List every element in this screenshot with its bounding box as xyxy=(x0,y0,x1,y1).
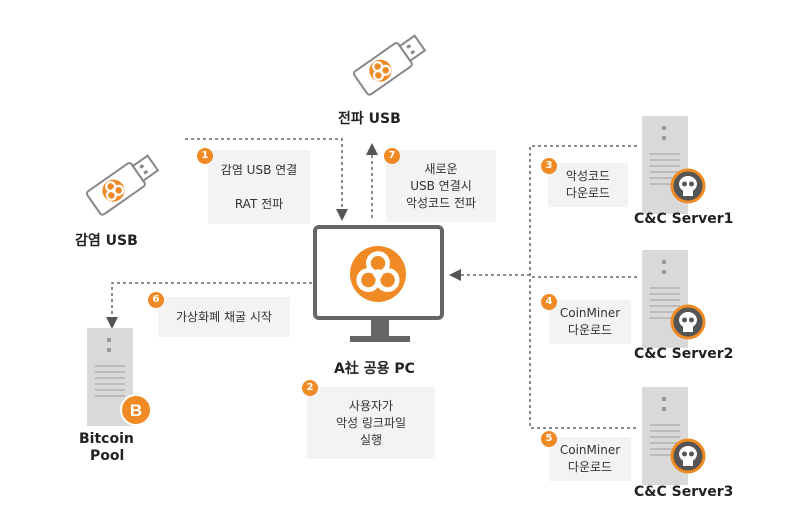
step7-line3: 악성코드 전파 xyxy=(405,195,477,210)
step7-line1: 새로운 xyxy=(424,161,458,176)
server3-label: C&C Server3 xyxy=(634,484,734,500)
infected-usb-drive-icon xyxy=(85,154,160,216)
step3-line1: 악성코드 xyxy=(565,169,611,183)
step5-badge: 5 xyxy=(541,431,557,447)
step2-line1: 사용자가 xyxy=(348,398,394,413)
spread-usb-drive-icon xyxy=(352,34,427,96)
step1-note: 감염 USB 연결 RAT 전파 xyxy=(208,150,310,224)
line-server1 xyxy=(529,145,637,429)
step2-line2: 악성 링크파일 xyxy=(335,415,407,430)
pc-label: A社 공용 PC xyxy=(334,361,415,377)
spread-usb-label: 전파 USB xyxy=(338,111,401,127)
line-pc-to-pool xyxy=(106,282,318,329)
skull-icon xyxy=(670,438,706,474)
step1-line3: RAT 전파 xyxy=(234,196,284,211)
bitcoin-icon: B xyxy=(120,394,152,426)
step3-line2: 다운로드 xyxy=(565,186,611,200)
step5-note: CoinMiner 다운로드 xyxy=(549,437,631,481)
svg-text:B: B xyxy=(130,401,142,420)
step3-note: 악성코드 다운로드 xyxy=(548,163,628,207)
step4-note: CoinMiner 다운로드 xyxy=(549,300,631,344)
connectors xyxy=(106,138,637,429)
step6-badge: 6 xyxy=(148,292,164,308)
bitcoin-pool-label-line2: Pool xyxy=(90,448,125,464)
step4-line2: 다운로드 xyxy=(567,323,613,337)
step6-note: 가상화폐 채굴 시작 xyxy=(158,297,290,337)
bitcoin-pool-label-line1: Bitcoin xyxy=(79,431,134,447)
step1-line1: 감염 USB 연결 xyxy=(220,162,298,177)
line-usb-to-pc xyxy=(185,138,348,221)
server1-label: C&C Server1 xyxy=(634,211,734,227)
step7-line2: USB 연결시 xyxy=(410,178,472,193)
step2-note: 사용자가 악성 링크파일 실행 xyxy=(307,387,435,459)
skull-icon xyxy=(670,304,706,340)
step1-badge: 1 xyxy=(197,148,213,164)
server2-label: C&C Server2 xyxy=(634,346,734,362)
step4-badge: 4 xyxy=(541,294,557,310)
step5-line2: 다운로드 xyxy=(567,460,613,474)
step4-line1: CoinMiner xyxy=(559,306,621,320)
step6-line1: 가상화폐 채굴 시작 xyxy=(176,309,272,324)
pc-monitor-icon xyxy=(313,225,444,342)
step2-badge: 2 xyxy=(302,380,318,396)
step7-badge: 7 xyxy=(384,148,400,164)
skull-icon xyxy=(670,168,706,204)
step5-line1: CoinMiner xyxy=(559,443,621,457)
infected-usb-label: 감염 USB xyxy=(75,233,138,249)
step3-badge: 3 xyxy=(541,158,557,174)
step2-line3: 실행 xyxy=(359,432,383,447)
step7-note: 새로운 USB 연결시 악성코드 전파 xyxy=(386,150,496,222)
